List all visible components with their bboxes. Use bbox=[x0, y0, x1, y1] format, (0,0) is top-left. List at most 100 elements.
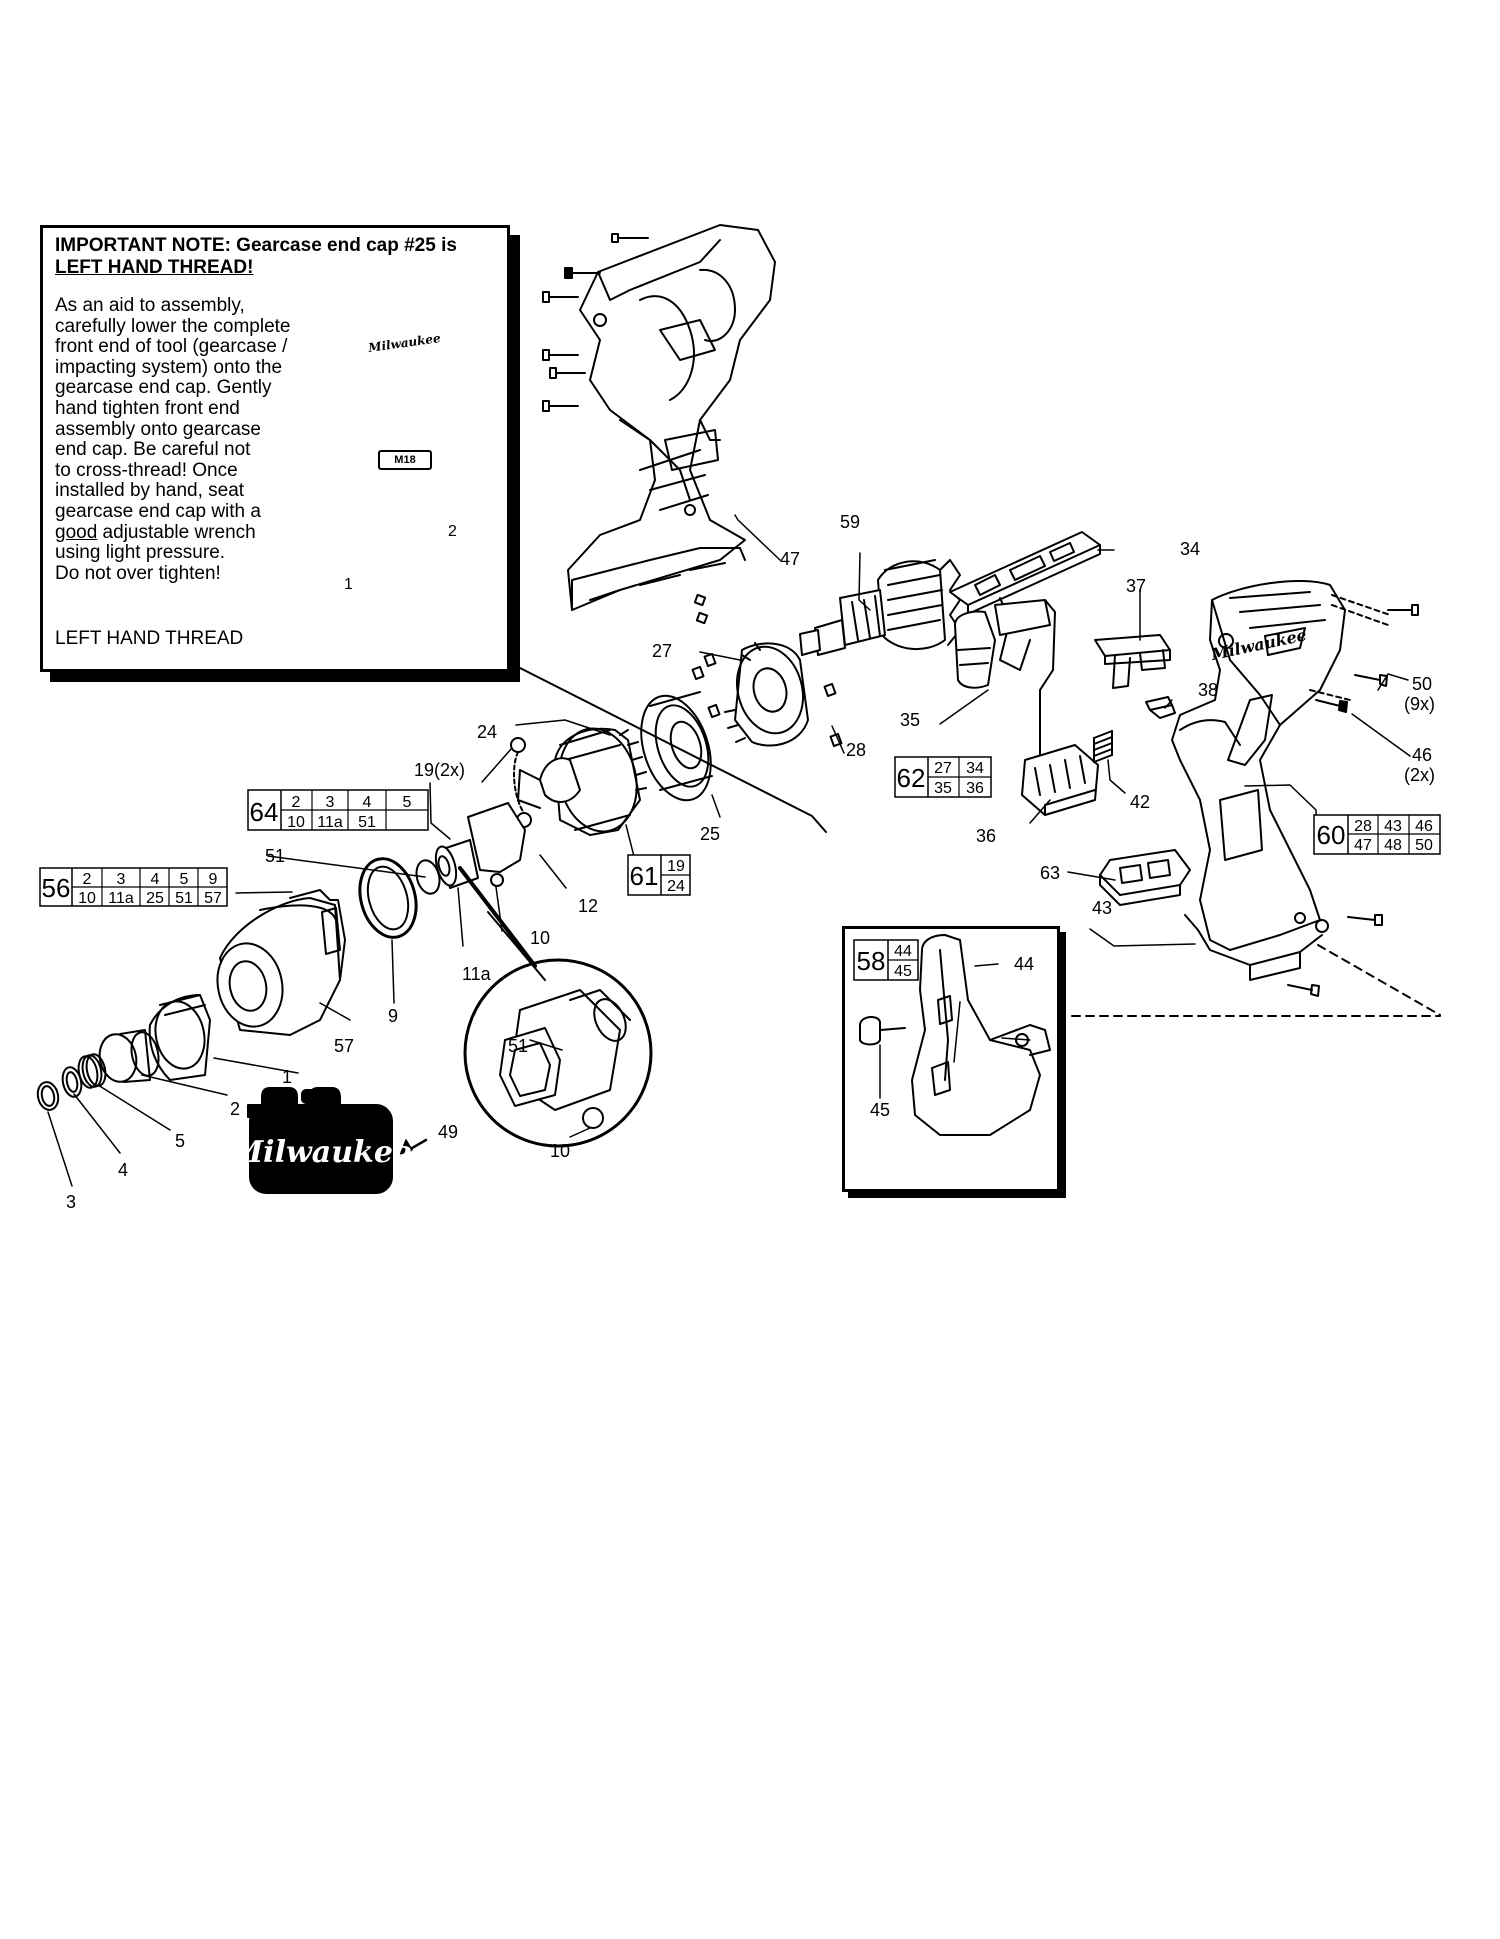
note-line: front end of tool (gearcase / bbox=[55, 336, 288, 358]
note-line: end cap. Be careful not bbox=[55, 439, 251, 461]
kit-56-cell: 2 bbox=[83, 871, 92, 888]
kit-56-cell: 57 bbox=[204, 890, 222, 907]
note-line: hand tighten front end bbox=[55, 397, 240, 419]
carry-case-49 bbox=[247, 1087, 393, 1194]
battery-latch-63 bbox=[1099, 849, 1191, 906]
callout-labels: 47 59 34 37 27 35 38 50 (9x) 24 28 46 (2… bbox=[66, 512, 1435, 1212]
kit-62-cell: 27 bbox=[934, 760, 952, 777]
left-hand-thread-label: LEFT HAND THREAD bbox=[55, 628, 244, 649]
callout-51-detail: 51 bbox=[508, 1036, 528, 1056]
nose-cover-1 bbox=[148, 994, 211, 1081]
note-brand-logo: Milwaukee bbox=[367, 331, 442, 355]
kit-table-60: 60 28 43 46 47 48 50 bbox=[1313, 814, 1441, 855]
kit-61-cell: 19 bbox=[667, 858, 685, 875]
kit-62-cell: 35 bbox=[934, 780, 952, 797]
washer-4 bbox=[61, 1066, 83, 1098]
kit-table-64: 64 2 3 4 5 10 11a 51 bbox=[247, 789, 429, 831]
callout-9: 9 bbox=[388, 1006, 398, 1026]
note-line: gearcase end cap with a bbox=[55, 500, 261, 522]
kit-62-number: 62 bbox=[897, 763, 926, 793]
kit-60-number: 60 bbox=[1317, 820, 1346, 850]
callout-12: 12 bbox=[578, 896, 598, 916]
retaining-ring-3 bbox=[36, 1081, 60, 1111]
callout-59: 59 bbox=[840, 512, 860, 532]
kit-56-cell: 10 bbox=[78, 890, 96, 907]
direction-switch bbox=[1094, 634, 1171, 689]
spring-42 bbox=[1093, 730, 1113, 763]
callout-3: 3 bbox=[66, 1192, 76, 1212]
note-title: IMPORTANT NOTE: Gearcase end cap #25 is … bbox=[55, 235, 505, 279]
callout-50-qty: (9x) bbox=[1404, 694, 1435, 714]
kit-table-61: 61 19 24 bbox=[627, 854, 691, 896]
callout-38: 38 bbox=[1198, 680, 1218, 700]
callout-19: 19(2x) bbox=[414, 760, 465, 780]
callout-4: 4 bbox=[118, 1160, 128, 1180]
callout-27: 27 bbox=[652, 641, 672, 661]
retaining-ring-51 bbox=[415, 859, 441, 895]
kit-56-cell: 25 bbox=[146, 890, 164, 907]
kit-60-cell: 47 bbox=[1354, 837, 1372, 854]
callout-46-qty: (2x) bbox=[1404, 765, 1435, 785]
step-1-marker: 1 bbox=[344, 576, 353, 593]
kit-61-cell: 24 bbox=[667, 878, 685, 895]
note-title-line2: LEFT HAND THREAD! bbox=[55, 257, 254, 278]
o-ring-9 bbox=[358, 857, 418, 939]
belt-clip-44 bbox=[859, 934, 1051, 1136]
m18-badge: M18 bbox=[378, 450, 432, 470]
note-line: impacting system) onto the bbox=[55, 356, 283, 378]
kit-56-cell: 51 bbox=[175, 890, 193, 907]
kit-tables: 64 2 3 4 5 10 11a 51 56 2 3 4 5 9 10 11 bbox=[39, 756, 1441, 981]
kit-56-cell: 9 bbox=[209, 871, 218, 888]
clip-guide-line bbox=[1071, 944, 1441, 1017]
note-line: gearcase end cap. Gently bbox=[55, 377, 272, 399]
note-line: carefully lower the complete bbox=[55, 315, 291, 337]
kit-table-56: 56 2 3 4 5 9 10 11a 25 51 57 bbox=[39, 867, 228, 907]
note-line: to cross-thread! Once bbox=[55, 459, 238, 481]
gear-assembly-27 bbox=[691, 642, 843, 748]
callout-46: 46 bbox=[1412, 745, 1432, 765]
kit-56-cell: 11a bbox=[108, 890, 134, 907]
kit-table-58: 58 44 45 bbox=[853, 939, 919, 981]
callout-44: 44 bbox=[1014, 954, 1034, 974]
assembly-guide-lines bbox=[1309, 594, 1391, 701]
note-title-line1: IMPORTANT NOTE: Gearcase end cap #25 is bbox=[55, 235, 457, 256]
step-2-marker: 2 bbox=[448, 523, 457, 540]
note-line: assembly onto gearcase bbox=[55, 418, 261, 440]
kit-58-cell: 45 bbox=[894, 963, 912, 980]
callout-51: 51 bbox=[265, 846, 285, 866]
kit-60-cell: 46 bbox=[1415, 818, 1433, 835]
right-housing bbox=[1171, 580, 1419, 997]
kit-60-cell: 48 bbox=[1384, 837, 1402, 854]
left-housing-half bbox=[542, 224, 776, 625]
kit-60-cell: 43 bbox=[1384, 818, 1402, 835]
callout-50: 50 bbox=[1412, 674, 1432, 694]
callout-1: 1 bbox=[282, 1067, 292, 1087]
note-body: As an aid to assembly, carefully lower t… bbox=[55, 295, 305, 584]
callout-5: 5 bbox=[175, 1131, 185, 1151]
kit-table-62: 62 27 34 35 36 bbox=[894, 756, 992, 798]
lens-38 bbox=[1145, 696, 1176, 719]
callout-35: 35 bbox=[900, 710, 920, 730]
motor-armature bbox=[799, 559, 961, 656]
sleeve-2 bbox=[98, 1029, 160, 1083]
kit-56-cell: 3 bbox=[117, 871, 126, 888]
kit-58-cell: 44 bbox=[894, 943, 912, 960]
kit-64-cell: 51 bbox=[358, 814, 376, 831]
impact-mechanism-61 bbox=[510, 727, 647, 836]
note-line: Do not over tighten! bbox=[55, 562, 221, 584]
kit-64-cell: 3 bbox=[326, 794, 335, 811]
callout-49: 49 bbox=[438, 1122, 458, 1142]
callout-45: 45 bbox=[870, 1100, 890, 1120]
callout-11a: 11a bbox=[462, 964, 492, 984]
kit-64-cell: 10 bbox=[287, 814, 305, 831]
kit-64-cell: 11a bbox=[317, 814, 343, 831]
callout-10: 10 bbox=[530, 928, 550, 948]
note-line: As an aid to assembly, bbox=[55, 295, 245, 316]
callout-37: 37 bbox=[1126, 576, 1146, 596]
callout-25: 25 bbox=[700, 824, 720, 844]
callout-24: 24 bbox=[477, 722, 497, 742]
callout-2: 2 bbox=[230, 1099, 240, 1119]
note-pointer-line bbox=[519, 667, 827, 833]
callout-28: 28 bbox=[846, 740, 866, 760]
case-logo: Milwaukee bbox=[229, 1135, 412, 1170]
